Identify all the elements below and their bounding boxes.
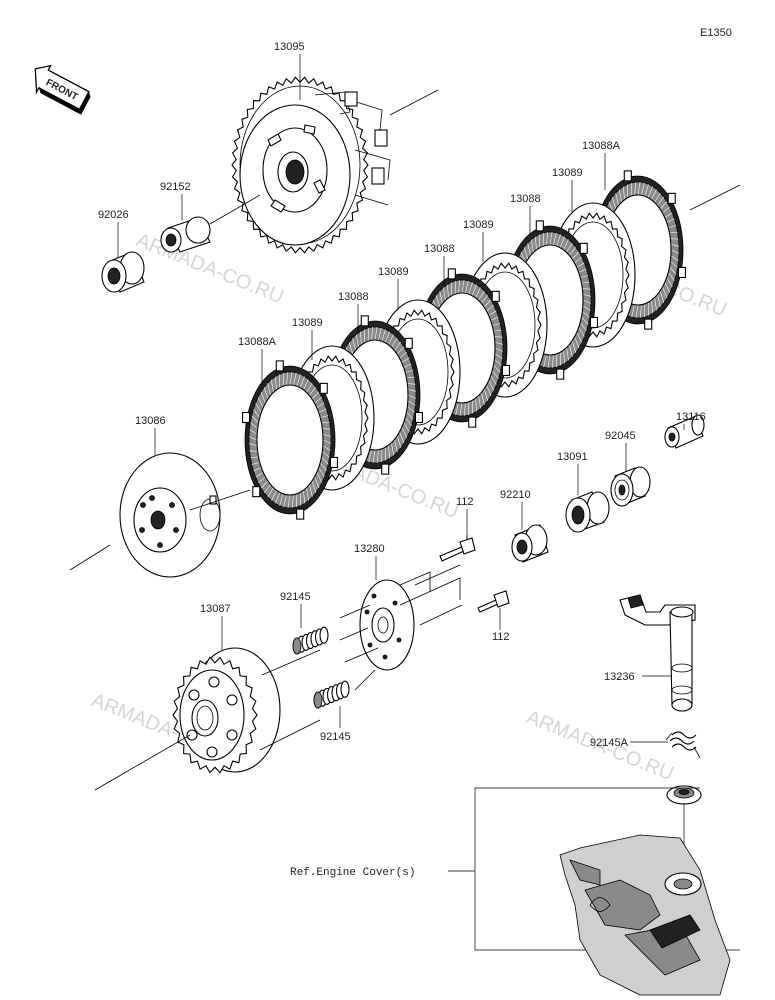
label-13088-c: 13088 bbox=[338, 291, 369, 303]
washer-92210 bbox=[511, 524, 549, 563]
clutch-spring-92145-top bbox=[292, 626, 329, 655]
ref-engine-cover-label: Ref.Engine Cover(s) bbox=[290, 867, 475, 879]
return-spring-92145A bbox=[665, 731, 701, 759]
label-13088-b: 13088 bbox=[424, 243, 455, 255]
clutch-plate-stack bbox=[242, 170, 686, 520]
label-13088-a: 13088 bbox=[510, 193, 541, 205]
bolt-112-bottom bbox=[477, 590, 510, 613]
pressure-plate-13086 bbox=[69, 452, 251, 578]
label-13089-a: 13089 bbox=[552, 167, 583, 179]
label-92026: 92026 bbox=[98, 209, 129, 221]
label-92145-bottom: 92145 bbox=[320, 731, 351, 743]
label-13116: 13116 bbox=[676, 411, 706, 423]
label-13088A-top: 13088A bbox=[582, 140, 621, 152]
release-shaft-13236 bbox=[619, 594, 696, 712]
part-labels: 13095 92152 92026 13088A 13089 13088 130… bbox=[98, 41, 706, 749]
bearing-92026 bbox=[101, 251, 145, 293]
label-13089-d: 13089 bbox=[292, 317, 323, 329]
pusher-13091 bbox=[565, 491, 610, 533]
label-92210: 92210 bbox=[500, 489, 531, 501]
oil-seal bbox=[666, 785, 702, 805]
clutch-hub-13087 bbox=[94, 647, 321, 791]
sleeve-92152 bbox=[160, 194, 261, 253]
label-112-top: 112 bbox=[456, 496, 474, 508]
engine-cover-reference-box bbox=[474, 787, 740, 996]
label-112-bottom: 112 bbox=[492, 631, 510, 643]
label-92152: 92152 bbox=[160, 181, 191, 193]
label-13236: 13236 bbox=[604, 671, 635, 683]
clutch-housing-13095 bbox=[231, 76, 439, 254]
label-92145A: 92145A bbox=[590, 737, 629, 749]
label-13087: 13087 bbox=[200, 603, 231, 615]
label-13280: 13280 bbox=[354, 543, 385, 555]
clutch-spring-92145-bottom bbox=[313, 680, 350, 709]
label-13091: 13091 bbox=[557, 451, 588, 463]
diagram-code: E1350 bbox=[700, 27, 732, 39]
label-13086: 13086 bbox=[135, 415, 166, 427]
label-92145-top: 92145 bbox=[280, 591, 311, 603]
front-arrow-icon: FRONT bbox=[34, 64, 91, 115]
bearing-92045 bbox=[610, 466, 651, 507]
label-13088A-bottom: 13088A bbox=[238, 336, 277, 348]
reference-note-text: Ref.Engine Cover(s) bbox=[290, 867, 415, 879]
rod-13116 bbox=[664, 414, 705, 449]
label-13089-b: 13089 bbox=[463, 219, 494, 231]
bolt-112-top bbox=[439, 535, 476, 562]
lifter-plate-13280 bbox=[339, 571, 463, 691]
label-92045: 92045 bbox=[605, 430, 636, 442]
label-13095: 13095 bbox=[274, 41, 305, 53]
label-13089-c: 13089 bbox=[378, 266, 409, 278]
